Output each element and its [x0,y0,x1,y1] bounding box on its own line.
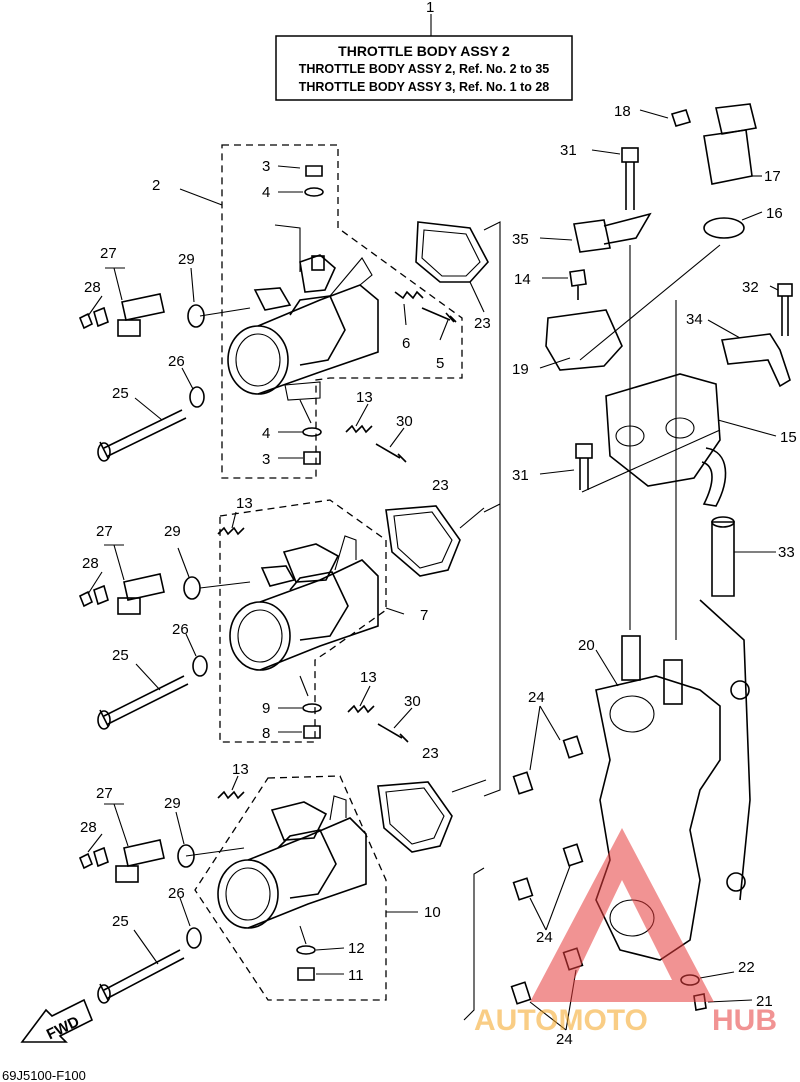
callout-28: 28 [84,279,101,296]
callout-26: 26 [168,353,185,370]
callout-23: 23 [474,315,491,332]
callout-5: 5 [436,355,444,372]
callout-numbers: 2 3 4 6 5 23 27 28 29 26 25 13 30 4 3 31… [80,103,797,1048]
callout-2: 2 [152,177,160,194]
callout-9: 9 [262,700,270,717]
callout-8: 8 [262,725,270,742]
callout-22: 22 [738,959,755,976]
callout-25: 25 [112,913,129,930]
callout-27: 27 [96,523,113,540]
title-line-1: THROTTLE BODY ASSY 2 [338,43,510,59]
callout-14: 14 [514,271,531,288]
title-line-2: THROTTLE BODY ASSY 2, Ref. No. 2 to 35 [299,62,550,76]
callout-11: 11 [348,967,364,984]
callout-32: 32 [742,279,759,296]
callout-24: 24 [556,1031,573,1048]
callout-20: 20 [578,637,595,654]
callout-3: 3 [262,451,270,468]
watermark-text-right: HUB [712,1004,777,1037]
callout-12: 12 [348,940,365,957]
callout-18: 18 [614,103,631,120]
callout-25: 25 [112,385,129,402]
callout-24: 24 [536,929,553,946]
callout-31: 31 [512,467,529,484]
callout-10: 10 [424,904,441,921]
callout-27: 27 [100,245,117,262]
automotohub-watermark: AUTOMOTO HUB [474,828,777,1037]
callout-26: 26 [172,621,189,638]
callout-23: 23 [422,745,439,762]
callout-33: 33 [778,544,795,561]
throttle-body-lower [78,775,487,1004]
title-ref-number: 1 [426,0,434,16]
callout-29: 29 [164,795,181,812]
throttle-body-middle [78,499,485,743]
title-box: 1 THROTTLE BODY ASSY 2 THROTTLE BODY ASS… [275,0,573,101]
callout-4: 4 [262,425,270,442]
callout-23: 23 [432,477,449,494]
callout-13: 13 [232,761,249,778]
callout-30: 30 [396,413,413,430]
callout-16: 16 [766,205,783,222]
diagram-code: 69J5100-F100 [2,1068,86,1082]
throttle-body-upper [78,144,489,479]
callout-27: 27 [96,785,113,802]
callout-24: 24 [528,689,545,706]
callout-4: 4 [262,184,270,201]
callout-29: 29 [164,523,181,540]
watermark-triangle-logo [530,828,714,1002]
callout-28: 28 [80,819,97,836]
callout-26: 26 [168,885,185,902]
forward-direction-arrow: FWD [20,998,94,1043]
callout-17: 17 [764,168,781,185]
callout-19: 19 [512,361,529,378]
callout-29: 29 [178,251,195,268]
callout-35: 35 [512,231,529,248]
callout-3: 3 [262,158,270,175]
callout-25: 25 [112,647,129,664]
callout-28: 28 [82,555,99,572]
watermark-text-left: AUTOMOTO [474,1004,648,1037]
title-line-3: THROTTLE BODY ASSY 3, Ref. No. 1 to 28 [299,80,550,94]
callout-21: 21 [756,993,773,1010]
callout-30: 30 [404,693,421,710]
callout-31: 31 [560,142,577,159]
callout-13: 13 [356,389,373,406]
callout-7: 7 [420,607,428,624]
callout-15: 15 [780,429,797,446]
callout-13: 13 [236,495,253,512]
callout-13: 13 [360,669,377,686]
callout-34: 34 [686,311,703,328]
callout-6: 6 [402,335,410,352]
